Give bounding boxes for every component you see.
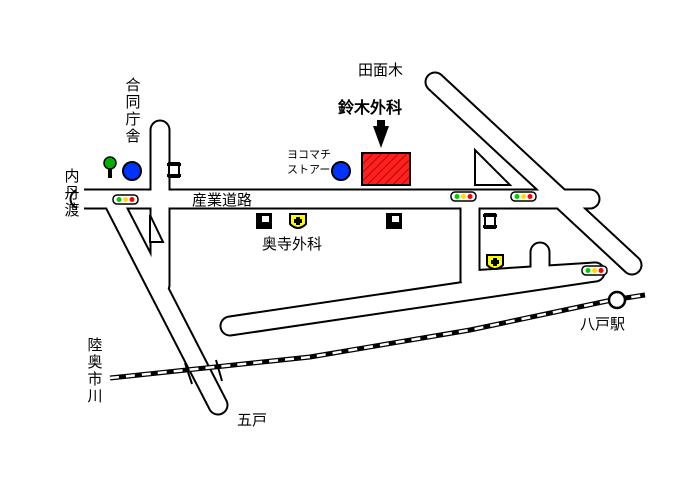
godo-chosha-marker (122, 161, 142, 181)
station-icon (607, 290, 627, 310)
label-yokomachi-1: ヨコマチ (287, 148, 331, 161)
crossing-marks (184, 359, 223, 385)
label-hachinohe-station: 八戸駅 (580, 315, 626, 333)
tree-icon (103, 156, 117, 178)
label-mutsu-ichikawa: 陸奥市川 (87, 336, 103, 405)
post-office-icon (386, 213, 402, 229)
arrow-down-icon (373, 120, 389, 148)
label-tanamenki: 田面木 (358, 61, 404, 79)
label-sangyo-road: 産業道路 (192, 191, 253, 209)
gas-station-icon (167, 162, 181, 178)
hospital-icon (289, 213, 307, 229)
label-gonohe: 五戸 (237, 411, 268, 429)
label-uchifunato: 内丹渡 (64, 167, 80, 219)
traffic-island (474, 147, 513, 186)
gas-station-icon (483, 213, 497, 229)
traffic-signal-icon (112, 194, 139, 205)
traffic-island (149, 214, 165, 243)
traffic-signal-icon (510, 191, 537, 202)
label-yokomachi-2: ストアー (287, 163, 331, 176)
hospital-icon (486, 254, 504, 270)
label-suzuki-clinic: 鈴木外科 (338, 98, 403, 117)
label-okudera-clinic: 奥寺外科 (262, 235, 323, 253)
post-office-icon (256, 213, 272, 229)
yokomachi-store-marker (331, 161, 351, 181)
traffic-signal-icon (450, 191, 477, 202)
traffic-signal-icon (581, 265, 608, 276)
label-godo-chosha: 合同庁舎 (125, 76, 141, 145)
suzuki-clinic-building[interactable] (361, 152, 411, 186)
